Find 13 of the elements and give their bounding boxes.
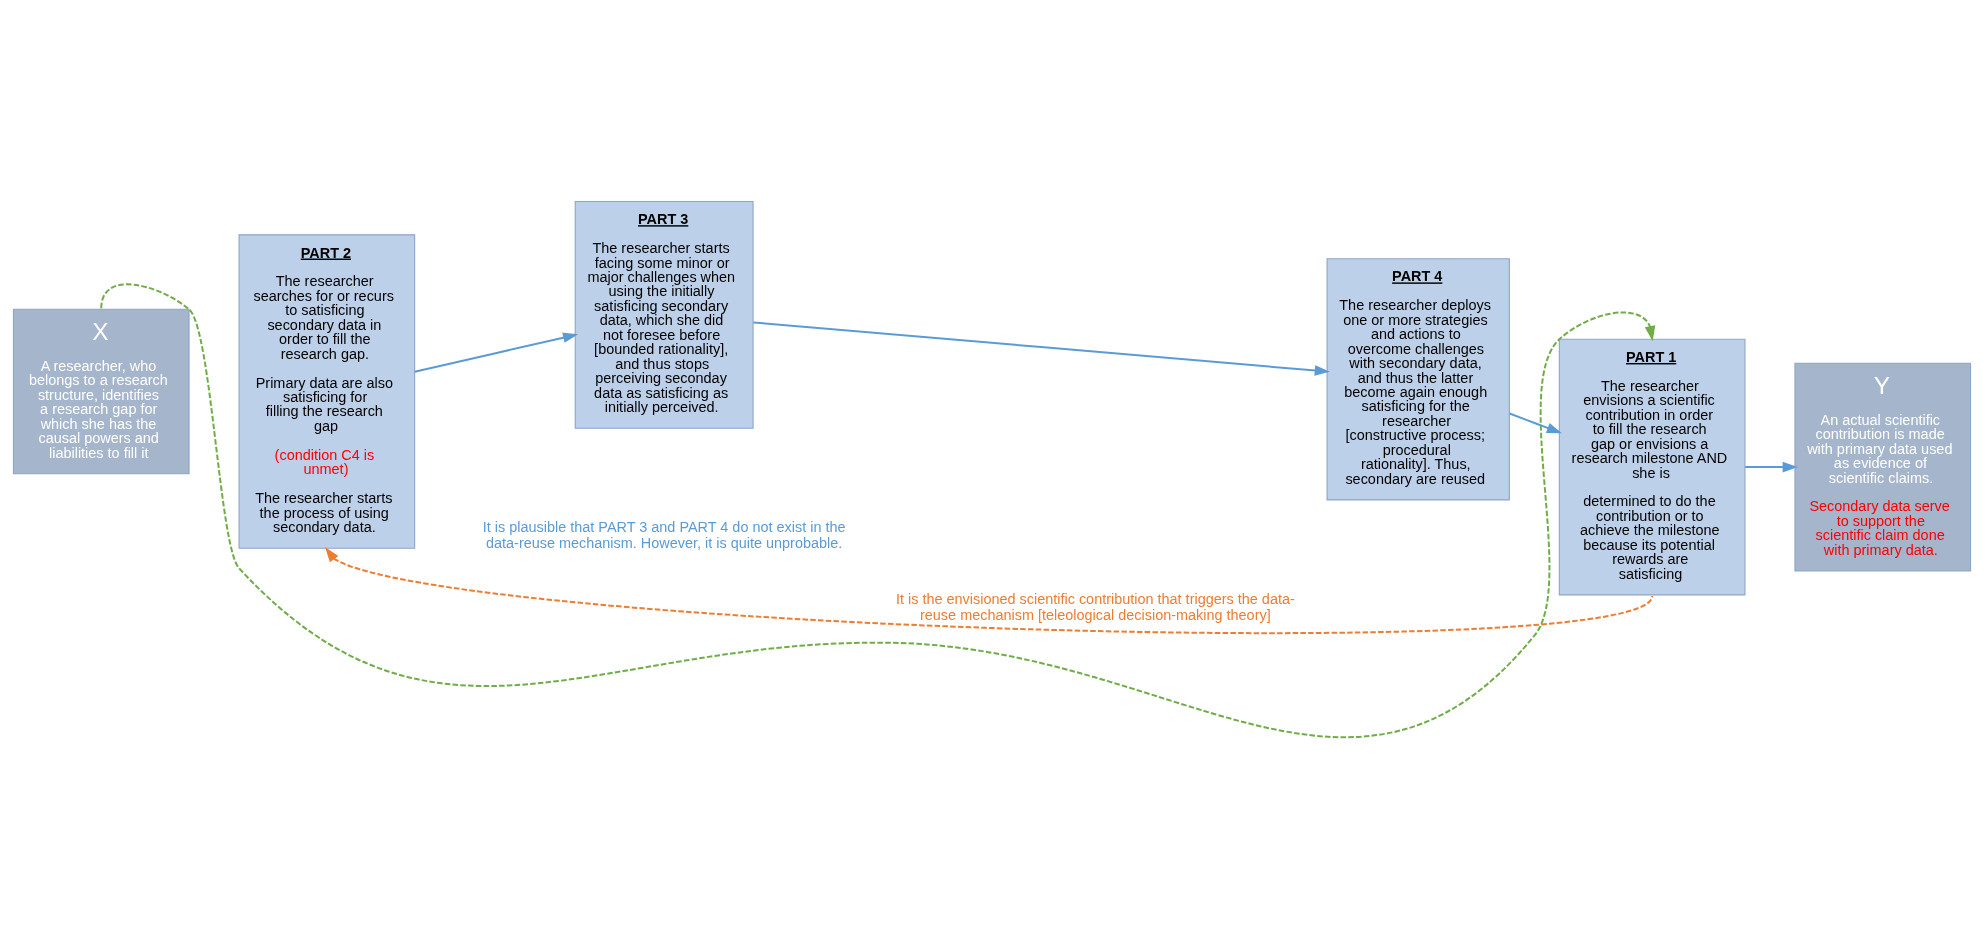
arrow <box>1743 461 1798 473</box>
node-box: PART 4 The researcher deploys one or more strategies and actions to overcome challenges with secondary data, and thus the latter become again enough satisficing for the researcher [constructive process; procedural rationality]. Thus, secondary are reused <box>1326 258 1510 501</box>
arrow <box>99 283 1655 739</box>
node-box: Y An actual scientific contribution is made with primary data used as evidence of scientific claims. Secondary data serve to support the scientific claim done with primary data. <box>1793 362 1971 572</box>
label: It is plausible that PART 3 and PART 4 do not exist in the data-reuse mechanism. However, it is quite unprobable. <box>482 519 846 551</box>
node-box: PART 3 The researcher starts facing some minor or major challenges when using the initially satisficing secondary data, which she did not foresee before [bounded rationality], and thus stops perceiving seconday data as satisficing as initially perceived. <box>574 200 754 429</box>
arrow <box>413 332 578 373</box>
node-box: PART 1 The researcher envisions a scientific contribution in order to fill the research gap or envisions a research milestone AND she is determined to do the contribution or to achieve the milestone because its potential rewards are satisficing <box>1558 338 1745 596</box>
node-box: X A researcher, who belongs to a research structure, identifies a research gap for which she has the causal powers and liabilities to fill it <box>12 308 190 475</box>
edge-label: It is the envisioned scientific contribution that triggers the data-reuse mechanism [teleological decision-making theory] <box>895 591 1295 623</box>
arrow <box>751 321 1330 376</box>
node-box: PART 2 The researcher searches for or recurs to satisficing secondary data in order to fill the research gap. Primary data are also satisficing for filling the research gap (condition C4 is unmet) The researcher starts the process of using secondary data. <box>238 234 415 549</box>
arrow <box>1508 412 1562 434</box>
